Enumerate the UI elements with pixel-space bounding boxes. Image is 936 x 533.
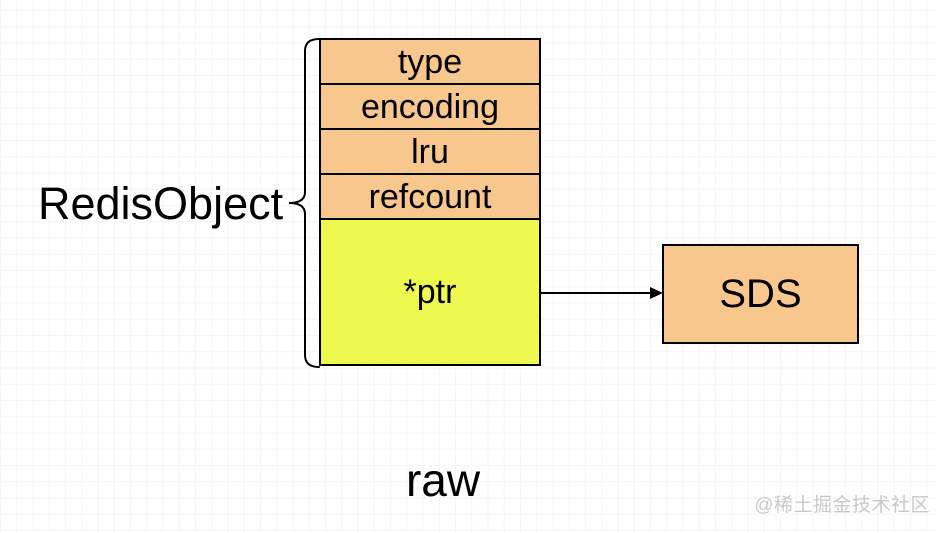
field-label: lru: [411, 132, 449, 171]
encoding-caption: raw: [405, 454, 481, 506]
field-row-type: type: [321, 40, 539, 85]
curly-brace-icon: [288, 38, 320, 368]
pointer-arrow-icon: [540, 287, 663, 299]
struct-label: RedisObject: [38, 178, 284, 229]
field-label: refcount: [368, 177, 492, 216]
pointer-row-ptr: *ptr: [321, 220, 539, 364]
field-row-lru: lru: [321, 130, 539, 175]
redis-object-struct: type encoding lru refcount *ptr: [319, 38, 541, 366]
sds-label: SDS: [719, 271, 802, 316]
pointer-label: *ptr: [403, 272, 457, 311]
field-row-encoding: encoding: [321, 85, 539, 130]
watermark-text: @稀土掘金技术社区: [754, 495, 930, 516]
field-row-refcount: refcount: [321, 175, 539, 220]
field-label: encoding: [360, 87, 499, 126]
field-label: type: [397, 42, 463, 81]
sds-box: SDS: [662, 244, 859, 344]
